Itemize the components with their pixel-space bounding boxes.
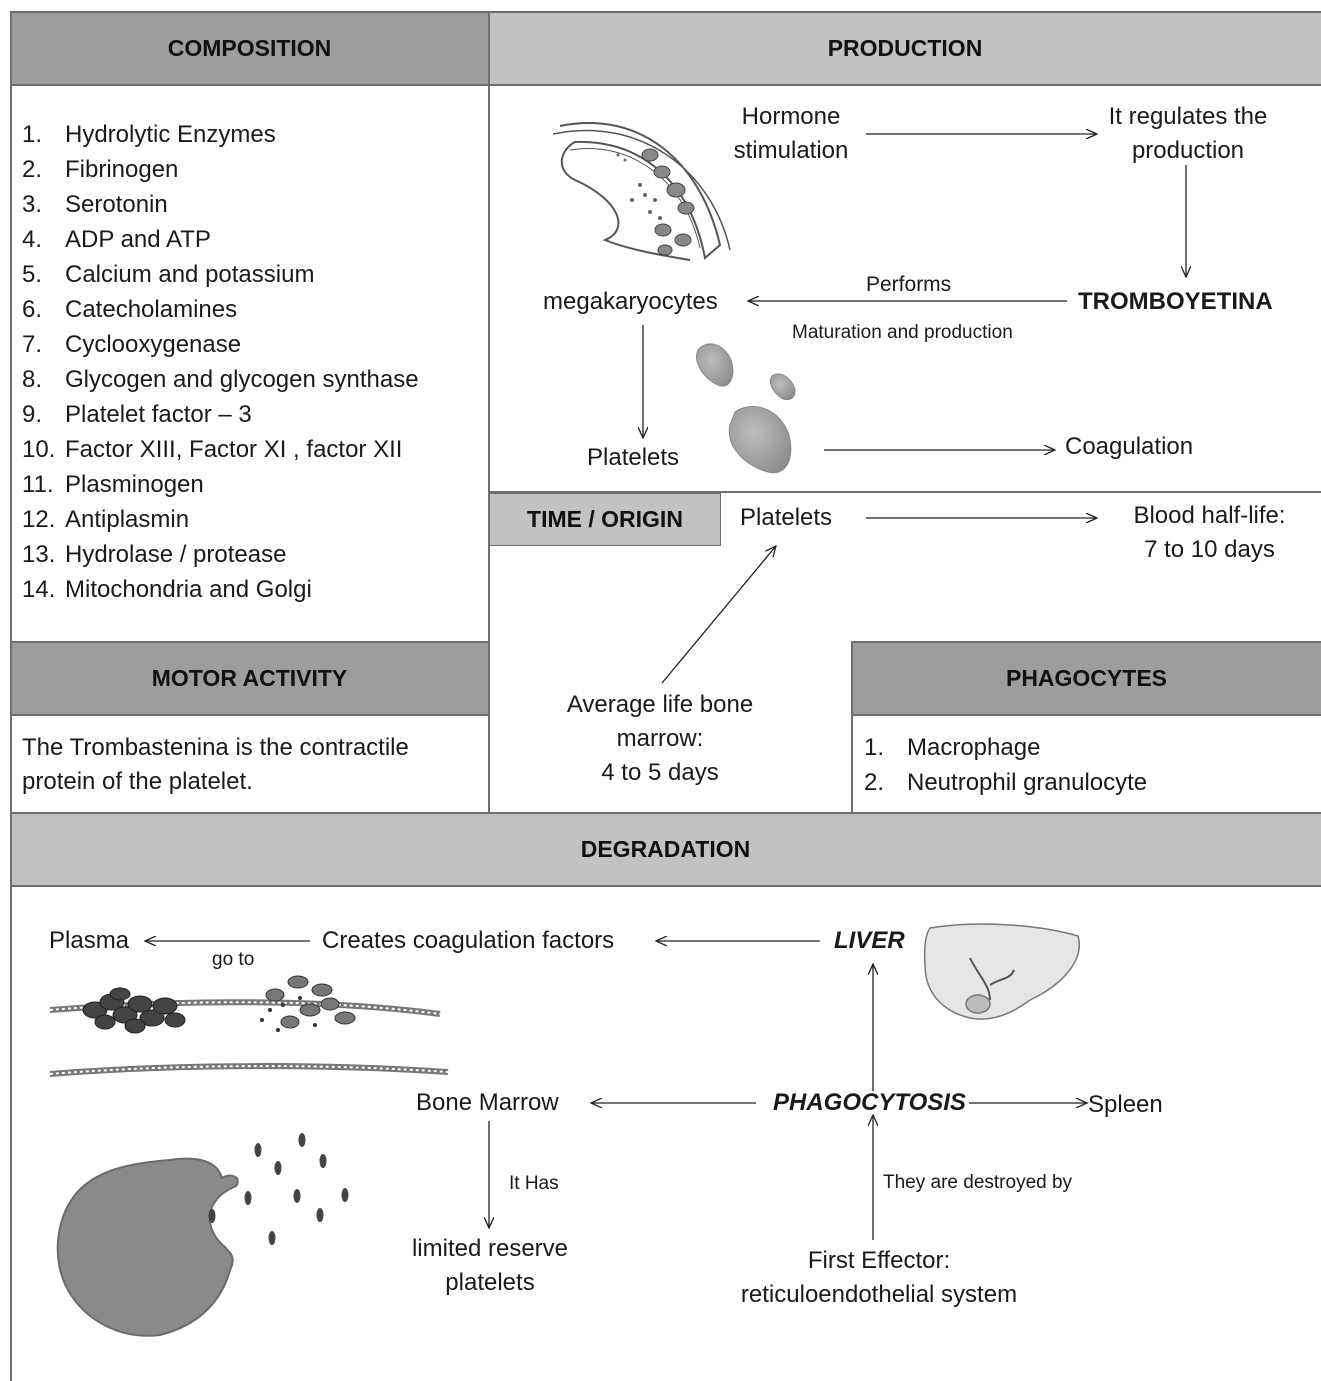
average-life-label: Average life bone marrow: 4 to 5 days xyxy=(566,691,754,786)
phagocytes-left-border xyxy=(851,641,853,814)
maturation-label: Maturation and production xyxy=(792,322,1013,343)
column-divider-border xyxy=(488,11,490,814)
phagocytes-top-border xyxy=(852,641,1321,643)
motor-header-top-border xyxy=(10,641,489,643)
phagocytes-header-bottom-border xyxy=(852,714,1321,716)
creates-coagulation-label: Creates coagulation factors xyxy=(322,927,615,954)
list-item: 4.ADP and ATP xyxy=(22,226,211,253)
list-item: 2.Neutrophil granulocyte xyxy=(864,769,1148,796)
degradation-top-border xyxy=(10,812,1321,814)
phagocytes-header: PHAGOCYTES xyxy=(852,642,1321,715)
phagocytosis-label: PHAGOCYTOSIS xyxy=(773,1089,966,1116)
list-item: 3.Serotonin xyxy=(22,191,168,218)
list-item: 1.Hydrolytic Enzymes xyxy=(22,121,276,148)
production-title: PRODUCTION xyxy=(827,35,983,61)
list-item: 2.Fibrinogen xyxy=(22,156,179,183)
megakaryocytes-label: megakaryocytes xyxy=(543,288,718,315)
list-item: 8.Glycogen and glycogen synthase xyxy=(22,366,419,393)
production-bottom-border xyxy=(489,491,1321,493)
blood-vessel-icon xyxy=(49,975,449,1077)
limited-reserve-label: limited reserve platelets xyxy=(411,1235,569,1296)
megakaryocyte-icon xyxy=(552,122,731,261)
platelets-icon xyxy=(696,343,796,474)
header-row-bottom-border xyxy=(10,84,1321,86)
list-item: 11.Plasminogen xyxy=(22,471,204,498)
origin-platelets-label: Platelets xyxy=(740,504,833,531)
outer-left-border xyxy=(10,11,12,1381)
first-effector-label: First Effector: reticuloendothelial syst… xyxy=(740,1247,1018,1308)
composition-header: COMPOSITION xyxy=(10,12,489,85)
performs-label: Performs xyxy=(866,273,952,296)
motor-activity-header: MOTOR ACTIVITY xyxy=(10,642,489,715)
time-origin-title: TIME / ORIGIN xyxy=(527,506,683,532)
list-item: 1.Macrophage xyxy=(864,734,1041,761)
bone-marrow-label: Bone Marrow xyxy=(416,1089,559,1116)
regulates-production-label: It regulates the production xyxy=(1108,103,1268,164)
plasma-label: Plasma xyxy=(49,927,130,954)
motor-activity-line1: The Trombastenina is the contractile xyxy=(22,734,409,761)
list-item: 7.Cyclooxygenase xyxy=(22,331,242,358)
it-has-label: It Has xyxy=(509,1173,559,1194)
hormone-stimulation-label: Hormone stimulation xyxy=(733,103,849,164)
production-header: PRODUCTION xyxy=(489,12,1321,85)
outer-top-border xyxy=(10,11,1321,13)
liver-label: LIVER xyxy=(834,927,905,954)
coagulation-label: Coagulation xyxy=(1065,433,1194,460)
degradation-header-bottom-border xyxy=(10,885,1321,887)
list-item: 9.Platelet factor – 3 xyxy=(22,401,252,428)
degradation-header: DEGRADATION xyxy=(10,813,1321,886)
production-platelets-label: Platelets xyxy=(587,444,680,471)
macrophage-icon xyxy=(56,1133,349,1337)
tromboyetina-label: TROMBOYETINA xyxy=(1078,288,1273,315)
list-item: 6.Catecholamines xyxy=(22,296,238,323)
motor-header-bottom-border xyxy=(10,714,489,716)
destroyed-by-label: They are destroyed by xyxy=(883,1172,1073,1193)
degradation-title: DEGRADATION xyxy=(580,836,751,862)
list-item: 13.Hydrolase / protease xyxy=(22,541,287,568)
composition-list: 1.Hydrolytic Enzymes 2.Fibrinogen 3.Sero… xyxy=(22,117,419,607)
list-item: 5.Calcium and potassium xyxy=(22,261,315,288)
list-item: 12.Antiplasmin xyxy=(22,506,190,533)
list-item: 14.Mitochondria and Golgi xyxy=(22,576,312,603)
go-to-label: go to xyxy=(212,949,255,970)
motor-activity-line2: protein of the platelet. xyxy=(22,768,253,795)
spleen-label: Spleen xyxy=(1088,1091,1163,1118)
phagocytes-title: PHAGOCYTES xyxy=(1005,665,1168,691)
phagocytes-list: 1.Macrophage 2.Neutrophil granulocyte xyxy=(864,730,1147,800)
list-item: 10.Factor XIII, Factor XI , factor XII xyxy=(22,436,403,463)
liver-icon xyxy=(923,923,1080,1020)
composition-title: COMPOSITION xyxy=(167,35,332,61)
motor-activity-title: MOTOR ACTIVITY xyxy=(151,665,348,691)
time-origin-header: TIME / ORIGIN xyxy=(489,493,721,546)
blood-half-life-label: Blood half-life: 7 to 10 days xyxy=(1133,502,1286,563)
arrow-bone-marrow-to-platelets xyxy=(661,546,776,684)
